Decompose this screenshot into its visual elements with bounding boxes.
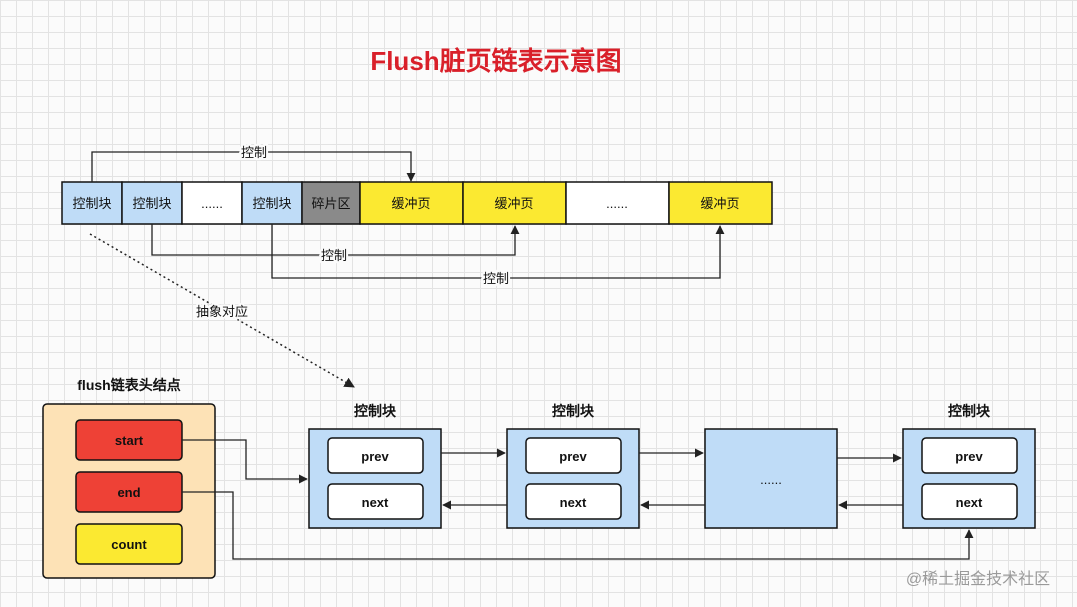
memory-cell-label: 缓冲页 [494,196,533,211]
memory-cell-control-block-1: 控制块 [61,181,123,225]
head-field-label: count [111,537,147,552]
memory-cell-buffer-page-3: 缓冲页 [668,181,773,225]
end-pointer-arrow [182,491,974,560]
memory-cell-label: ...... [201,196,223,211]
control-label-middle: 控制 [321,248,347,263]
memory-cell-buffer-page-2: 缓冲页 [462,181,567,225]
memory-cell-control-block-3: 控制块 [241,181,303,225]
list-node-title: 控制块 [948,403,991,419]
prev-label: prev [559,449,587,464]
head-node-title: flush链表头结点 [77,377,180,393]
head-field-start: start [75,419,183,461]
head-field-label: start [115,433,144,448]
memory-cell-control-block-2: 控制块 [121,181,183,225]
list-node-1: prev next [308,428,442,529]
memory-cell-label: 碎片区 [311,196,350,211]
head-field-end: end [75,471,183,513]
control-arrow-middle [151,224,520,256]
memory-row: 控制块 控制块 ...... 控制块 碎片区 缓冲页 缓冲页 ...... [61,181,773,225]
ellipsis-label: ...... [760,472,782,487]
list-node-title: 控制块 [354,403,397,419]
prev-label: prev [955,449,983,464]
memory-cell-ellipsis-2: ...... [565,181,670,225]
start-pointer-arrow [182,439,308,484]
abstract-label: 抽象对应 [196,304,248,319]
memory-cell-buffer-page-1: 缓冲页 [359,181,464,225]
memory-cell-label: 控制块 [252,196,291,211]
control-arrow-top [91,151,416,182]
next-label: next [362,495,389,510]
memory-cell-label: 控制块 [132,196,171,211]
control-arrow-bottom [271,224,725,279]
memory-cell-ellipsis-1: ...... [181,181,243,225]
head-field-label: end [117,485,140,500]
abstract-dotted-arrow [89,233,355,388]
memory-cell-label: ...... [606,196,628,211]
control-label-top: 控制 [241,145,267,160]
prev-field [327,437,424,474]
head-field-count: count [75,523,183,565]
page-title: Flush脏页链表示意图 [370,46,621,76]
prev-field [525,437,622,474]
next-label: next [956,495,983,510]
prev-label: prev [361,449,389,464]
control-label-bottom: 控制 [483,271,509,286]
next-field [921,483,1018,520]
memory-cell-fragment: 碎片区 [301,181,361,225]
list-node-4: prev next [902,428,1036,529]
memory-cell-label: 缓冲页 [700,196,739,211]
next-label: next [560,495,587,510]
memory-cell-label: 控制块 [72,196,111,211]
list-node-title: 控制块 [552,403,595,419]
memory-cell-label: 缓冲页 [391,196,430,211]
next-field [327,483,424,520]
watermark: @稀土掘金技术社区 [906,570,1050,588]
list-node-ellipsis: ...... [704,428,838,529]
next-field [525,483,622,520]
prev-field [921,437,1018,474]
list-node-2: prev next [506,428,640,529]
